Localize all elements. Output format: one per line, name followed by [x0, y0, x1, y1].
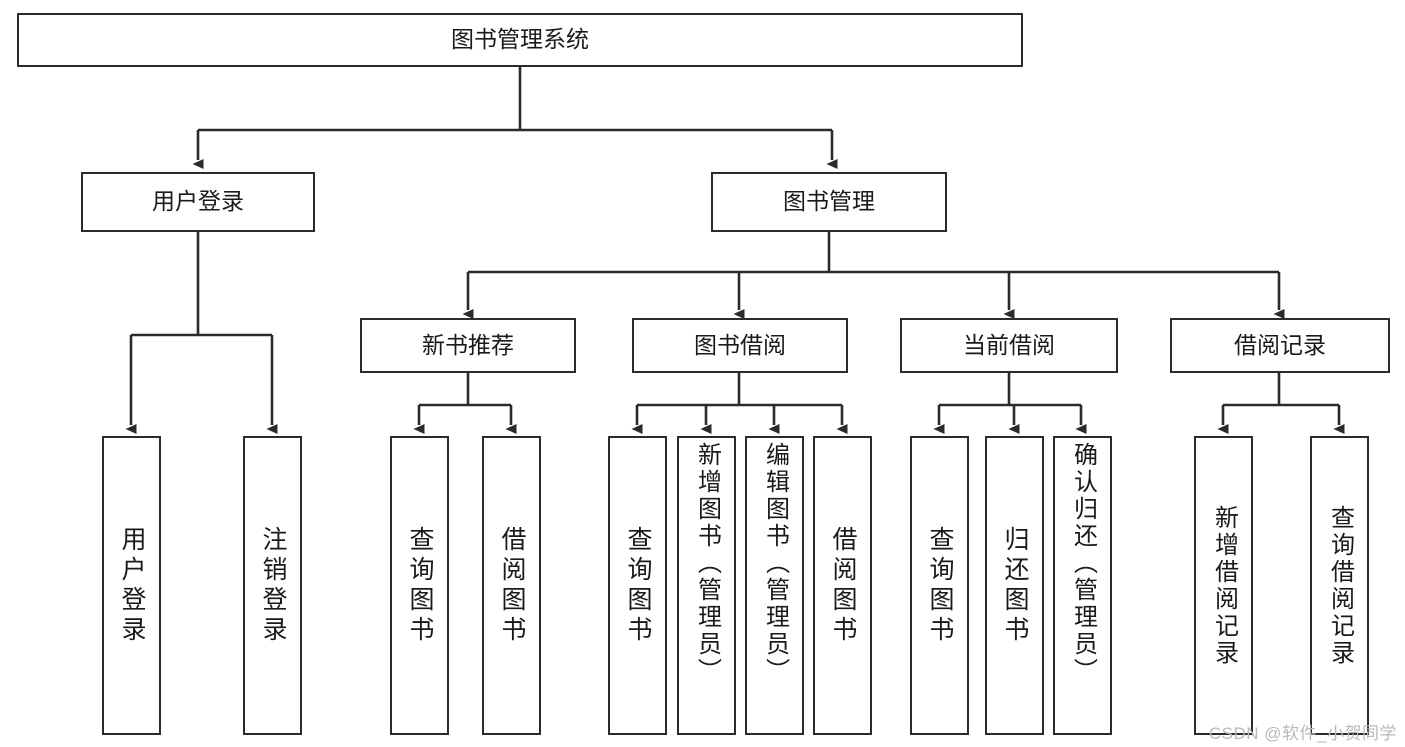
node-borrow-record[interactable]: 借阅记录: [1170, 318, 1390, 373]
node-label: 图书管理: [783, 188, 875, 215]
node-label: 确认归还（管理员）: [1069, 442, 1097, 685]
leaf-query-book[interactable]: 查询图书: [608, 436, 667, 735]
node-label: 归还图书: [1001, 525, 1029, 646]
node-label: 借阅图书: [498, 525, 526, 646]
node-label: 查询图书: [926, 525, 954, 646]
leaf-user-login[interactable]: 用户登录: [102, 436, 161, 735]
node-label: 当前借阅: [963, 331, 1055, 358]
leaf-add-book-admin[interactable]: 新增图书（管理员）: [677, 436, 736, 735]
node-user-login[interactable]: 用户登录: [81, 172, 315, 232]
watermark: CSDN @软件_小贺同学: [1208, 724, 1397, 743]
node-label: 用户登录: [118, 525, 146, 646]
node-label: 新增借阅记录: [1210, 504, 1238, 667]
leaf-user-logout[interactable]: 注销登录: [243, 436, 302, 735]
node-label: 借阅图书: [829, 525, 857, 646]
leaf-confirm-return-admin[interactable]: 确认归还（管理员）: [1053, 436, 1112, 735]
node-label: 新增图书（管理员）: [693, 442, 721, 685]
node-current-borrow[interactable]: 当前借阅: [900, 318, 1118, 373]
node-label: 用户登录: [152, 188, 244, 215]
leaf-borrow-book[interactable]: 借阅图书: [813, 436, 872, 735]
node-label: 查询图书: [624, 525, 652, 646]
leaf-return-book[interactable]: 归还图书: [985, 436, 1044, 735]
node-root-library-system[interactable]: 图书管理系统: [17, 13, 1023, 67]
node-new-book-recommend[interactable]: 新书推荐: [360, 318, 576, 373]
node-label: 编辑图书（管理员）: [761, 442, 789, 685]
leaf-query-book-new[interactable]: 查询图书: [390, 436, 449, 735]
node-label: 新书推荐: [422, 331, 514, 358]
node-label: 图书管理系统: [451, 26, 589, 53]
leaf-edit-book-admin[interactable]: 编辑图书（管理员）: [745, 436, 804, 735]
node-label: 注销登录: [259, 525, 287, 646]
node-label: 图书借阅: [694, 331, 786, 358]
node-label: 借阅记录: [1234, 331, 1326, 358]
node-label: 查询借阅记录: [1326, 504, 1354, 667]
leaf-add-borrow-record[interactable]: 新增借阅记录: [1194, 436, 1253, 735]
leaf-query-book-current[interactable]: 查询图书: [910, 436, 969, 735]
leaf-query-borrow-record[interactable]: 查询借阅记录: [1310, 436, 1369, 735]
leaf-borrow-book-new[interactable]: 借阅图书: [482, 436, 541, 735]
node-book-management[interactable]: 图书管理: [711, 172, 947, 232]
node-book-borrow[interactable]: 图书借阅: [632, 318, 848, 373]
node-label: 查询图书: [406, 525, 434, 646]
